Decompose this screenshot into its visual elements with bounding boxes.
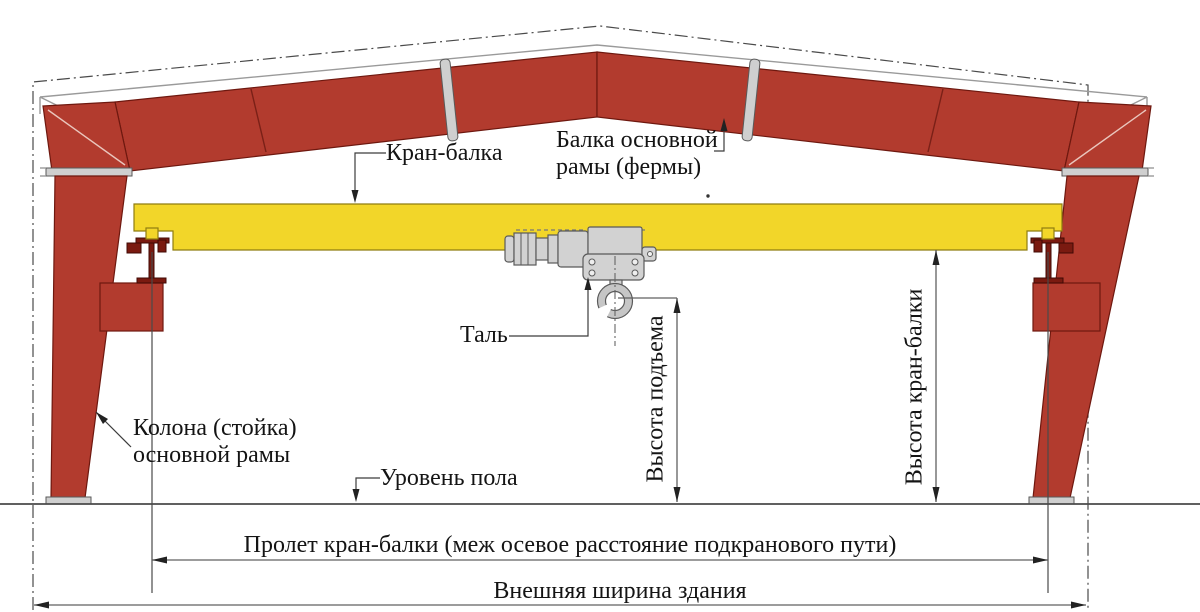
dimension-lifting-height	[618, 297, 681, 502]
label-column-line1: Колона (стойка)	[133, 415, 297, 441]
label-main-frame-beam-line2: рамы (фермы)	[556, 154, 702, 180]
label-building-width: Внешняя ширина здания	[493, 578, 747, 604]
label-crane-span: Пролет кран-балки (меж осевое расстояние…	[243, 532, 897, 558]
left-column-corbel	[99, 282, 164, 332]
hoist-trolley-block	[587, 226, 643, 258]
right-end-truck-tab	[1041, 227, 1055, 240]
leader-crane-beam	[351, 152, 386, 203]
right-column-base-plate	[1028, 496, 1075, 505]
label-column: Колона (стойка) основной рамы	[133, 415, 297, 469]
rail-axis-extension-lines	[151, 252, 1049, 593]
dimension-crane-span	[152, 556, 1048, 564]
leader-floor-level	[352, 477, 380, 502]
right-column-corbel	[1032, 282, 1101, 332]
left-knee-joint	[40, 101, 133, 177]
label-crane-beam-height: Высота кран-балки	[901, 288, 928, 486]
label-main-frame-beam-line1: Балка основной	[556, 127, 718, 153]
leader-hoist	[509, 277, 592, 337]
hoist-assembly	[504, 226, 657, 346]
left-column-base-plate	[45, 496, 92, 505]
label-hoist: Таль	[460, 322, 508, 348]
dimension-crane-beam-height	[932, 250, 940, 502]
left-crane-rail	[126, 237, 170, 284]
leader-column	[95, 411, 132, 448]
crane-hook	[595, 282, 634, 323]
hoist-end-cap	[504, 235, 515, 263]
rafter-splice-plate-left	[439, 58, 459, 142]
leader-main-frame-beam	[714, 118, 728, 152]
label-main-frame-beam: Балка основной рамы (фермы)	[556, 127, 718, 181]
left-end-truck-tab	[145, 227, 159, 240]
rafter-splice-plate-right	[741, 58, 761, 142]
label-lifting-height: Высота подъема	[642, 315, 669, 483]
label-column-line2: основной рамы	[133, 442, 291, 468]
label-crane-beam: Кран-балка	[386, 140, 503, 166]
right-knee-joint	[1061, 101, 1154, 177]
label-floor-level: Уровень пола	[380, 465, 518, 491]
building-axis-outline	[32, 25, 1089, 610]
right-column	[1028, 175, 1140, 505]
dimension-building-width	[34, 601, 1086, 609]
